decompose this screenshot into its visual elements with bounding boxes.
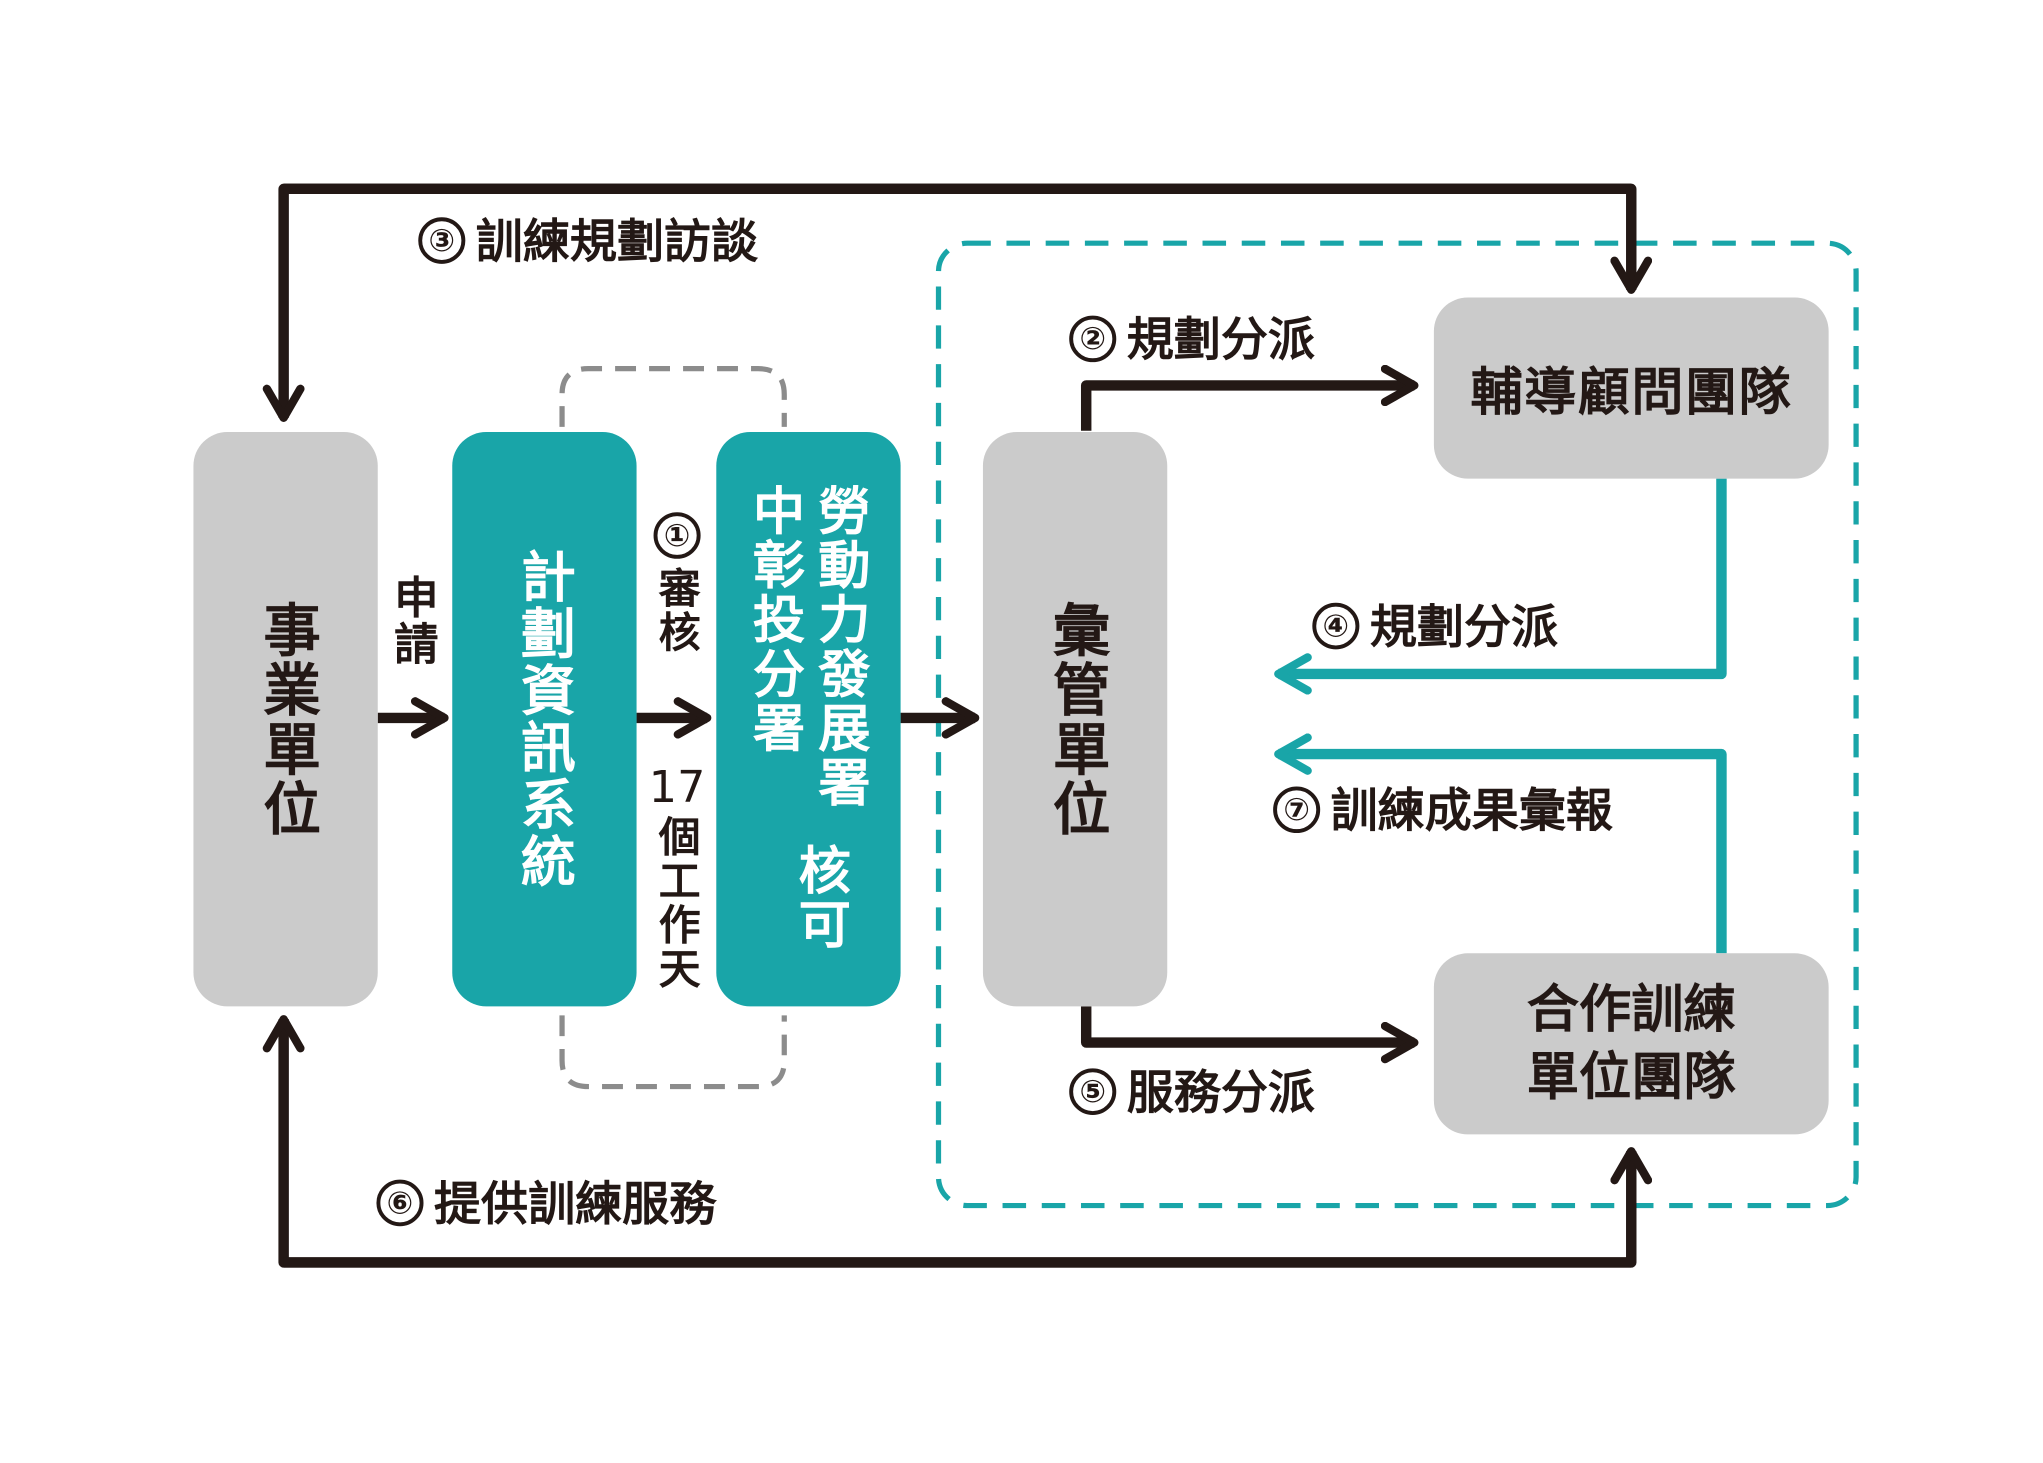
step3-text: 訓練規劃訪談 (475, 216, 759, 270)
days-label: 個工作天 (652, 814, 702, 991)
bureau-name-label: 勞動力發展署中彰投分署 (743, 483, 870, 810)
step6-text: 提供訓練服務 (433, 1178, 717, 1232)
step4-num: ④ (1312, 602, 1360, 650)
days-num: 17 (648, 761, 706, 814)
apply-label: 申請 (385, 574, 438, 668)
plan-system-box: 計劃資訊系統 (452, 432, 637, 1007)
service-region-dashed (935, 240, 1859, 1209)
step5-arrow (1080, 1006, 1419, 1064)
step6-num: ⑥ (376, 1179, 424, 1227)
advisory-team-box: 輔導顧問團隊 (1433, 297, 1829, 479)
days-label-group: 17 個工作天 (648, 766, 706, 991)
advisory-team-label: 輔導顧問團隊 (1470, 363, 1793, 423)
step7-num: ⑦ (1273, 786, 1321, 834)
bureau-name-wrap: 勞動力發展署中彰投分署 (741, 484, 882, 810)
review-bracket-bottom (559, 1015, 787, 1090)
training-team-box: 合作訓練 單位團隊 (1433, 953, 1829, 1135)
step3-arrow-to-advisory (283, 183, 1653, 294)
step7-text: 訓練成果彙報 (1330, 785, 1613, 839)
training-team-label-line1: 合作訓練 (1526, 980, 1736, 1040)
bureau-box: 勞動力發展署中彰投分署 核可 (716, 432, 901, 1007)
business-unit-box: 事業單位 (193, 432, 378, 1007)
review-num: ① (653, 512, 701, 559)
plan-system-label: 計劃資訊系統 (512, 548, 577, 890)
step4-text: 規劃分派 (1369, 601, 1559, 655)
step2-num: ② (1069, 315, 1117, 363)
step2-arrow (1080, 364, 1419, 431)
management-unit-label: 彙管單位 (1042, 600, 1110, 839)
step2-text: 規劃分派 (1126, 314, 1315, 368)
step7-arrow (1274, 733, 1727, 954)
bureau-approve-label: 核可 (789, 843, 850, 953)
step6-arrow-to-training (283, 1147, 1653, 1268)
business-unit-label: 事業單位 (252, 600, 320, 839)
management-unit-box: 彙管單位 (982, 432, 1168, 1007)
step5-num: ⑤ (1069, 1068, 1117, 1115)
step4-arrow (1274, 478, 1727, 695)
step5-text: 服務分派 (1126, 1067, 1315, 1121)
training-team-label-line2: 單位團隊 (1526, 1047, 1736, 1108)
step3-num: ③ (418, 217, 466, 264)
review-label: 審核 (652, 566, 702, 655)
review-bracket-top (559, 366, 787, 427)
review-label-group: ① 審核 (648, 512, 706, 655)
